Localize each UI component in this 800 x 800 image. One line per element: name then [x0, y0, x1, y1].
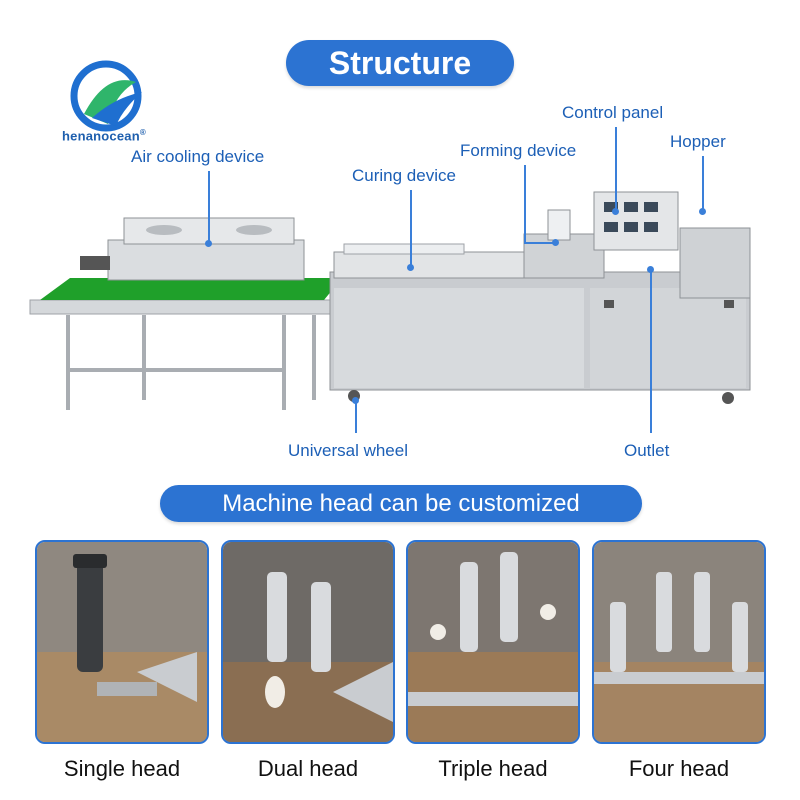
machine-illustration	[29, 191, 751, 410]
brand-logo-icon	[70, 60, 142, 132]
leader-control-panel	[615, 127, 617, 211]
label-outlet: Outlet	[624, 441, 670, 460]
leader-curing	[410, 190, 412, 266]
leader-forming-h	[524, 242, 554, 244]
dot-air-cooling	[205, 240, 212, 247]
photo-four-head	[592, 540, 766, 744]
page-title: Structure	[286, 40, 514, 86]
dot-forming	[552, 239, 559, 246]
caption-triple-head: Triple head	[438, 756, 548, 781]
dot-outlet	[647, 266, 654, 273]
label-universal-wheel: Universal wheel	[288, 441, 408, 460]
label-curing: Curing device	[352, 166, 456, 185]
dot-universal-wheel	[352, 397, 359, 404]
leader-air-cooling	[208, 171, 210, 241]
label-hopper: Hopper	[670, 132, 726, 151]
dot-control-panel	[612, 208, 619, 215]
brand-name: henanocean®	[62, 128, 146, 144]
photo-triple-head	[406, 540, 580, 744]
label-forming: Forming device	[460, 141, 577, 160]
leader-forming-v	[524, 165, 526, 243]
label-control-panel: Control panel	[562, 103, 664, 122]
dot-curing	[407, 264, 414, 271]
caption-four-head: Four head	[628, 756, 730, 781]
customize-subtitle: Machine head can be customized	[160, 485, 642, 522]
photo-single-head	[35, 540, 209, 744]
label-air-cooling: Air cooling device	[131, 147, 265, 166]
leader-outlet	[650, 270, 652, 433]
leader-hopper	[702, 156, 704, 210]
dot-hopper	[699, 208, 706, 215]
caption-dual-head: Dual head	[257, 756, 359, 781]
caption-single-head: Single head	[63, 756, 181, 781]
photo-dual-head	[221, 540, 395, 744]
leader-universal-wheel	[355, 401, 357, 433]
